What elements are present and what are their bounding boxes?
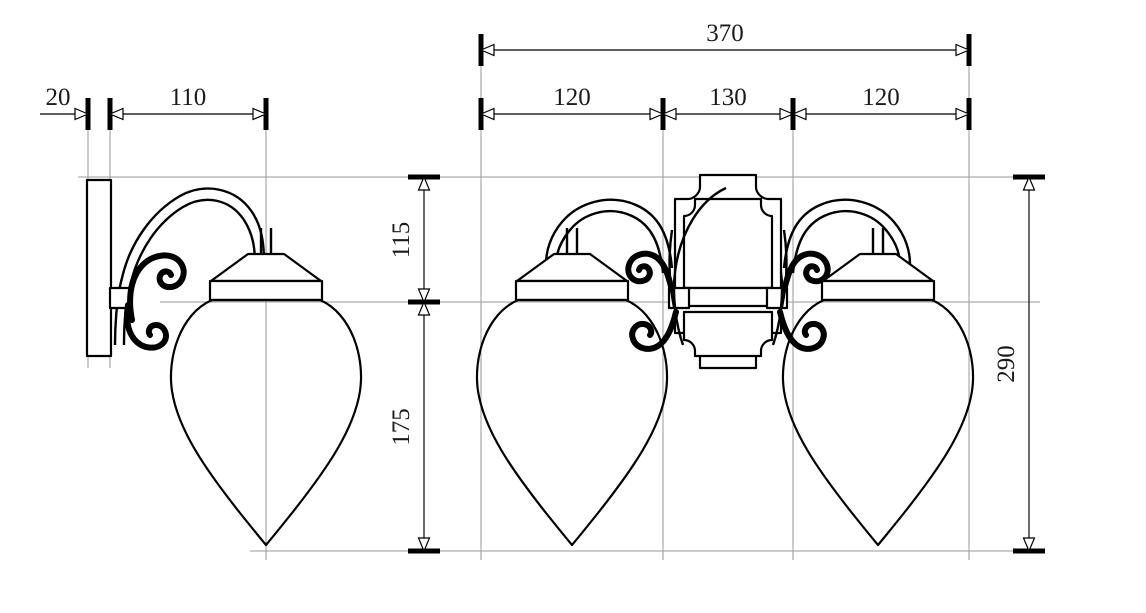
- extension-lines-group: [78, 50, 1040, 560]
- dimension-120-right: 120: [790, 84, 972, 130]
- scroll-lower-right-pair: [777, 309, 827, 352]
- lamp-arm-right-pair-inner: [791, 209, 902, 278]
- dimension-370: 370: [478, 20, 972, 66]
- center-back-plate: [667, 173, 789, 370]
- dim-label-120-left: 120: [553, 84, 591, 111]
- scroll-upper-left-pair: [625, 250, 675, 293]
- lamp-globe-center-right: [781, 226, 975, 547]
- dimension-130: 130: [662, 84, 794, 121]
- scroll-upper-left: [127, 252, 187, 323]
- dimension-120-left: 120: [478, 84, 666, 130]
- back-plate-inner-lower: [682, 310, 774, 358]
- dim-label-175: 175: [388, 408, 415, 446]
- dim-label-115: 115: [388, 222, 415, 259]
- dimension-115: 115: [388, 174, 440, 305]
- back-plate-mid-band: [682, 286, 774, 308]
- dimension-175: 175: [388, 301, 440, 554]
- dim-label-120-right: 120: [862, 84, 900, 111]
- dimension-110: 110: [107, 84, 269, 130]
- scroll-lower-left-pair: [629, 309, 679, 352]
- dimension-290: 290: [993, 174, 1045, 554]
- lamp-arm-right-pair-outer: [782, 198, 912, 278]
- lamp-arm-left-pair-helper: [668, 229, 676, 308]
- left-fixture: [85, 178, 363, 547]
- dim-label-110: 110: [170, 84, 207, 111]
- lamp-arm-right-pair-helper: [780, 229, 788, 308]
- right-fixture: [475, 173, 975, 547]
- dim-label-20: 20: [46, 84, 71, 111]
- scroll-lower-left: [124, 302, 169, 351]
- dim-label-130: 130: [709, 84, 747, 111]
- lamp-arm-left-outer-pair-lower: [672, 186, 727, 346]
- dimension-20: 20: [40, 84, 91, 130]
- wall-mount-plate-left: [85, 178, 113, 358]
- lamp-arm-left-pair-inner: [554, 209, 665, 278]
- lamp-arm-left-pair-outer: [544, 198, 674, 278]
- dim-label-370: 370: [706, 20, 744, 47]
- scroll-upper-right-pair: [781, 250, 831, 293]
- lamp-globe-center-left: [475, 226, 669, 547]
- dim-label-290: 290: [993, 345, 1020, 383]
